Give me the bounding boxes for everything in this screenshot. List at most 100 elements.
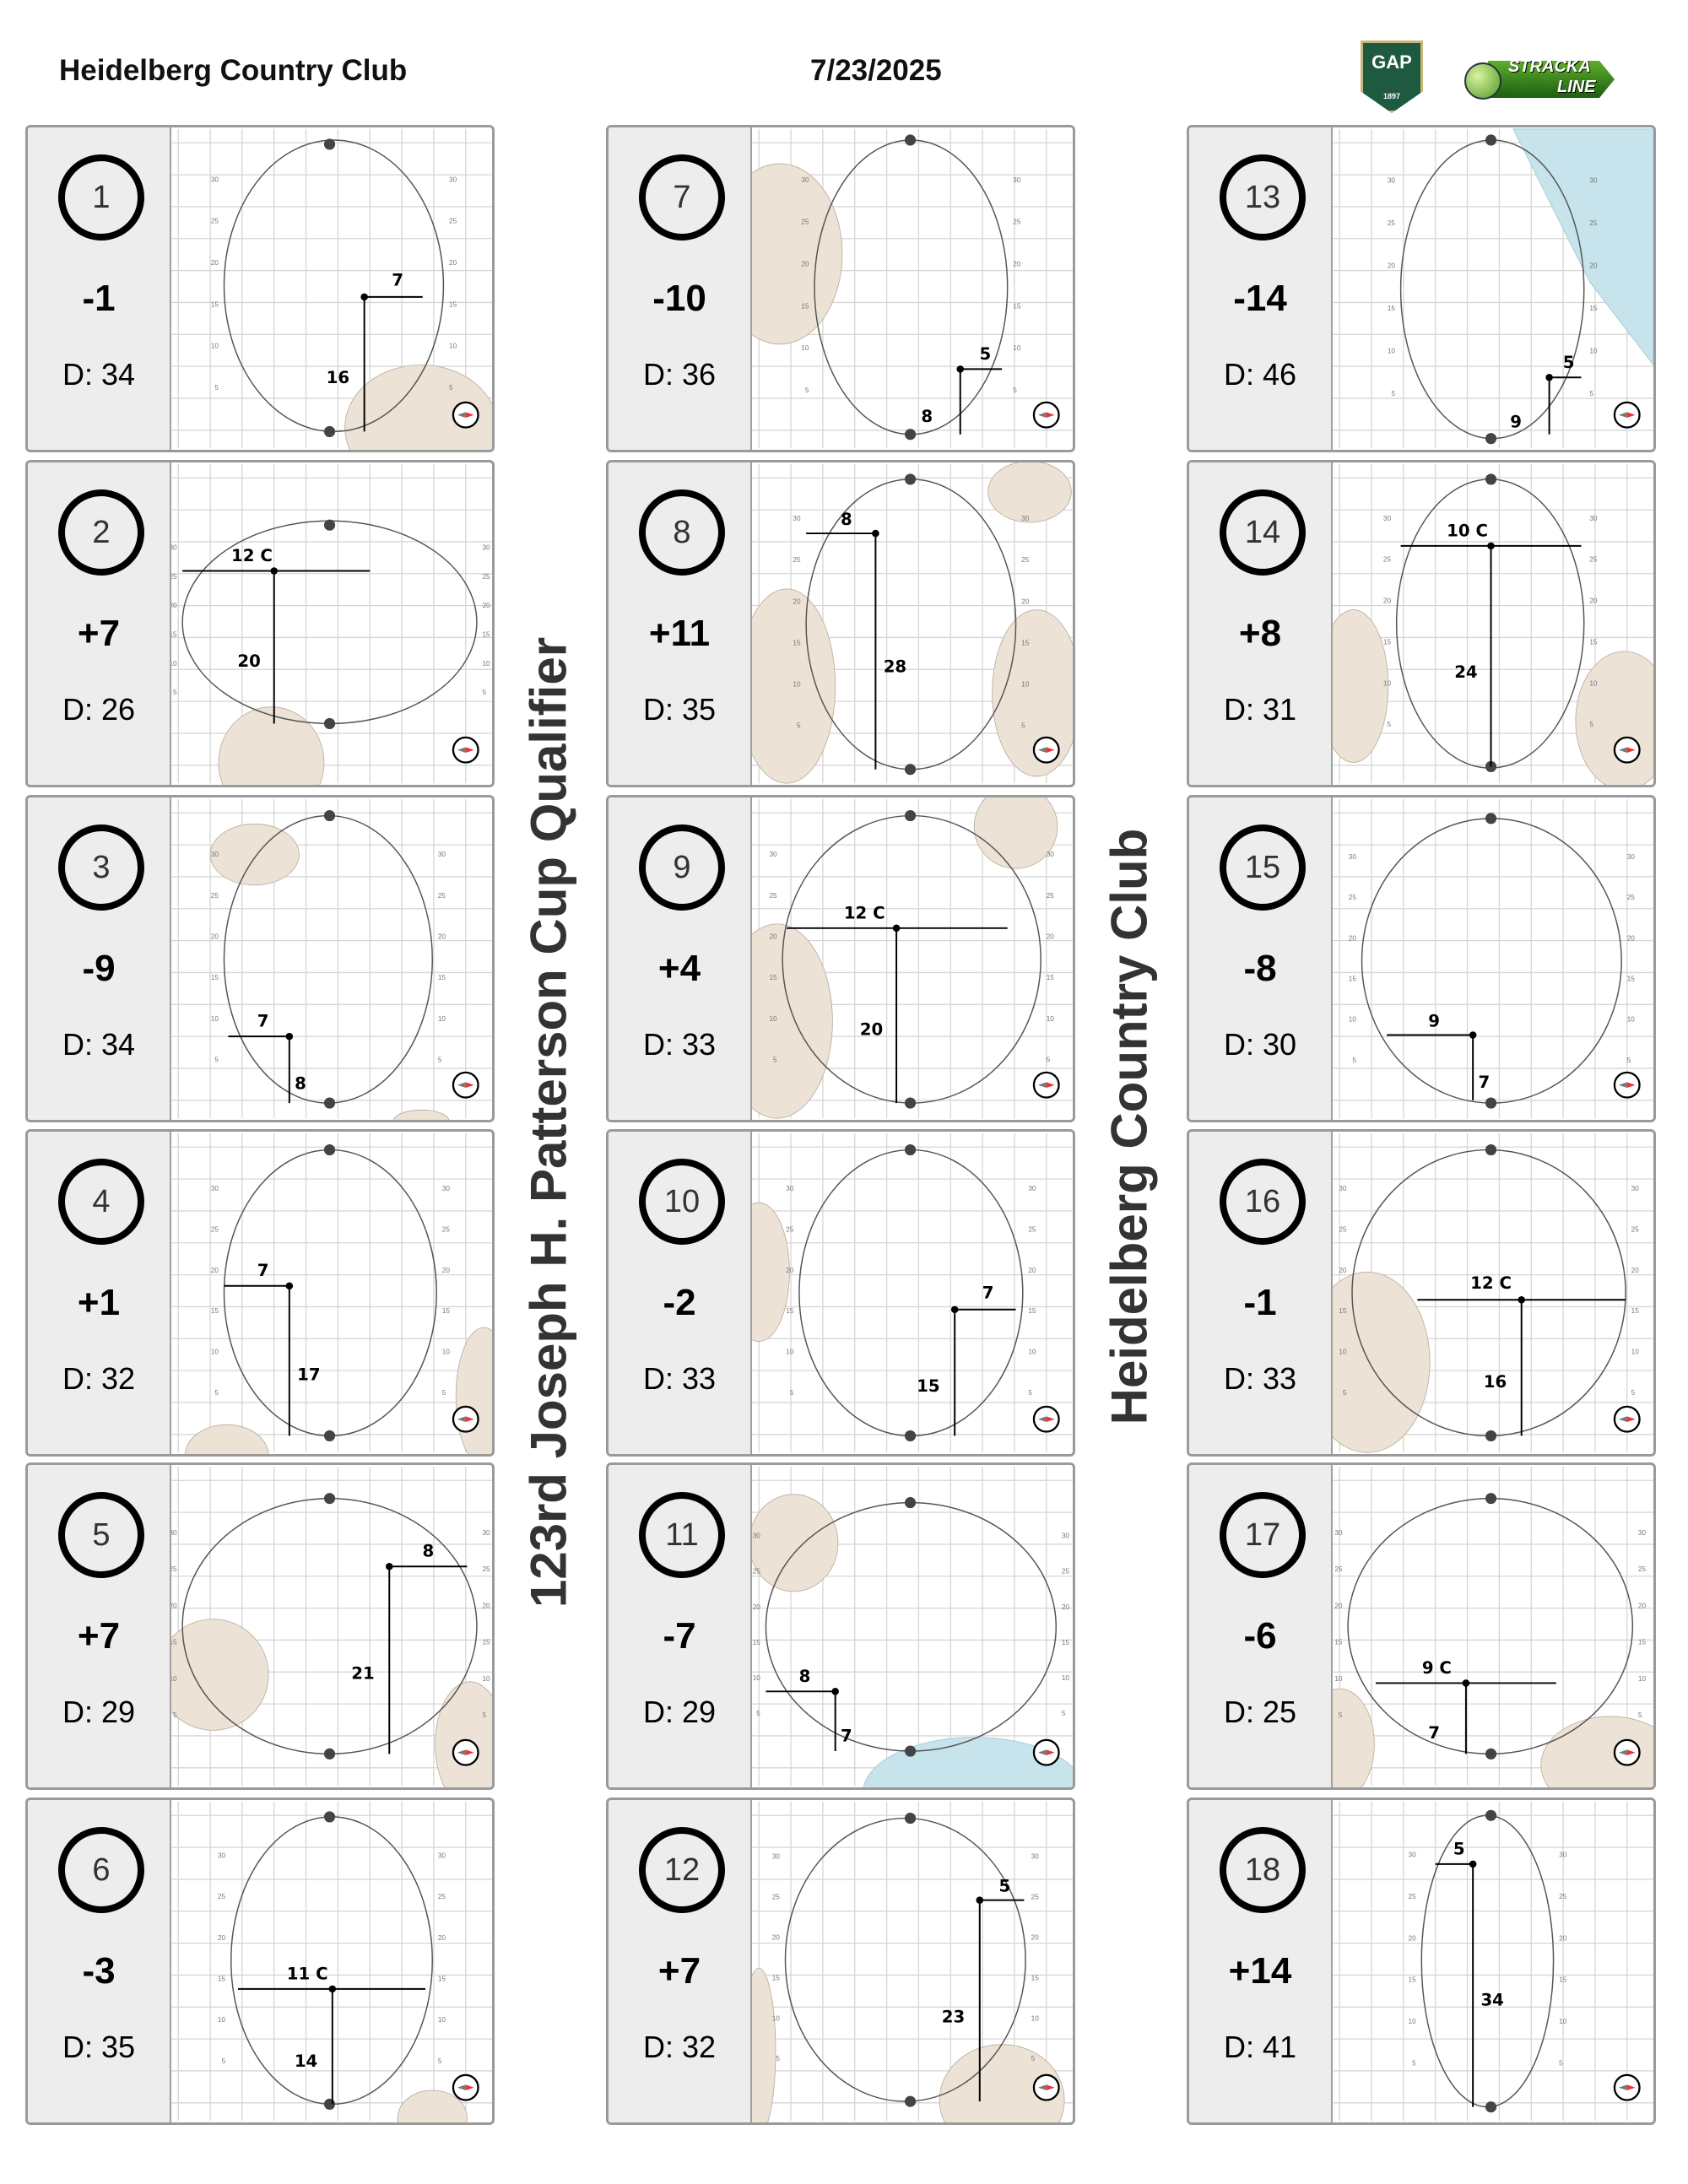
contour-mark: 10 — [218, 2016, 226, 2024]
pin-location — [360, 293, 368, 301]
contour-mark: 25 — [1031, 1893, 1040, 1900]
contour-mark: 5 — [1391, 390, 1395, 397]
contour-mark: 15 — [438, 1976, 446, 1983]
contour-mark: 25 — [211, 1225, 219, 1233]
hole-info-panel: 8 +11 D: 35 — [609, 462, 752, 785]
hole-info-panel: 14 +8 D: 31 — [1189, 462, 1333, 785]
contour-mark: 20 — [1638, 1602, 1647, 1609]
pin-location — [385, 1562, 393, 1570]
compass-icon — [1613, 401, 1641, 429]
back-marker — [1485, 2101, 1497, 2113]
contour-mark: 15 — [1334, 1639, 1343, 1646]
front-marker — [323, 1811, 336, 1823]
pin-offset: +7 — [657, 1950, 701, 1992]
down-measurement: 8 — [295, 1074, 306, 1094]
down-measurement: 28 — [884, 657, 906, 677]
contour-mark: 10 — [1383, 679, 1392, 687]
contour-mark: 5 — [1589, 390, 1593, 397]
bunker — [1575, 651, 1653, 785]
compass-needle — [457, 1749, 466, 1755]
back-marker — [1485, 433, 1497, 445]
contour-mark: 20 — [442, 1267, 451, 1274]
pin-offset: +7 — [77, 613, 121, 654]
contour-mark: 30 — [1638, 1529, 1647, 1537]
hole-number: 4 — [58, 1159, 144, 1245]
contour-mark: 15 — [482, 1639, 490, 1646]
compass-needle — [457, 1416, 466, 1422]
hole-number: 9 — [639, 824, 725, 911]
pin-location — [1487, 542, 1495, 550]
down-measurement: 14 — [295, 2052, 317, 2071]
back-marker — [904, 1745, 917, 1757]
back-marker — [904, 2095, 917, 2107]
contour-mark: 20 — [1021, 597, 1030, 605]
contour-mark: 15 — [1021, 639, 1030, 646]
contour-mark: 30 — [1388, 177, 1396, 185]
across-measurement: 12 C — [231, 546, 273, 565]
bunker — [392, 1109, 450, 1120]
contour-mark: 10 — [449, 343, 457, 350]
front-marker — [1485, 813, 1497, 824]
contour-mark: 20 — [769, 933, 777, 940]
contour-mark: 30 — [211, 176, 219, 183]
contour-mark: 15 — [793, 639, 801, 646]
down-measurement: 8 — [921, 407, 933, 426]
contour-mark: 5 — [790, 1389, 794, 1397]
bunker — [1333, 1271, 1431, 1453]
contour-mark: 5 — [1028, 1389, 1032, 1397]
green-depth: D: 35 — [642, 692, 717, 727]
contour-mark: 15 — [1028, 1307, 1036, 1315]
pin-location — [1518, 1295, 1525, 1304]
compass-needle-north — [465, 2084, 474, 2090]
contour-mark: 30 — [1383, 515, 1392, 522]
contour-mark: 10 — [171, 660, 177, 668]
across-measurement: 7 — [392, 271, 403, 290]
across-measurement: 7 — [982, 1284, 994, 1303]
contour-mark: 5 — [1638, 1711, 1642, 1719]
hole-info-panel: 4 +1 D: 32 — [28, 1132, 171, 1454]
contour-mark: 30 — [482, 1529, 490, 1537]
bunker — [752, 1967, 776, 2122]
contour-mark: 10 — [211, 1349, 219, 1356]
contour-mark: 30 — [211, 851, 219, 858]
contour-mark: 5 — [805, 387, 809, 394]
contour-mark: 30 — [786, 1185, 794, 1192]
compass-needle — [1618, 2084, 1627, 2090]
hole-number: 15 — [1220, 824, 1306, 911]
contour-mark: 20 — [1047, 933, 1055, 940]
hole-number: 5 — [58, 1492, 144, 1578]
back-marker — [1485, 1430, 1497, 1442]
front-marker — [1485, 1809, 1497, 1821]
compass-icon — [452, 1071, 479, 1099]
hole-card-5[interactable]: 5 +7 D: 298215510101515202025253030 — [25, 1462, 495, 1790]
contour-mark: 15 — [786, 1307, 794, 1315]
contour-mark: 5 — [438, 2057, 442, 2065]
green-depth: D: 29 — [642, 1695, 717, 1729]
contour-mark: 20 — [211, 1267, 219, 1274]
green-outline — [181, 520, 478, 725]
contour-mark: 25 — [211, 218, 219, 225]
compass-needle-north — [1046, 1749, 1055, 1755]
compass-needle-north — [465, 1749, 474, 1755]
